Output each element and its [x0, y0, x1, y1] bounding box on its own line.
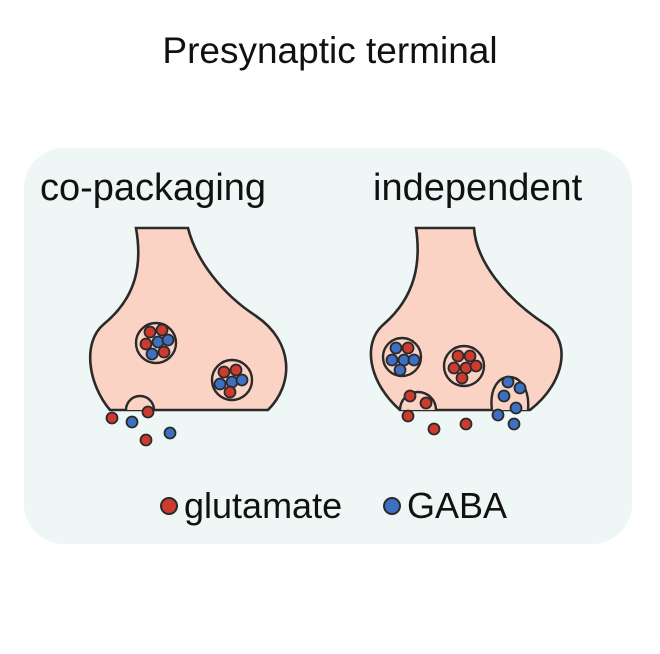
glutamate-molecule: [229, 363, 243, 377]
gaba-molecule: [513, 381, 527, 395]
gaba-molecule: [163, 426, 177, 440]
glutamate-molecule: [469, 359, 483, 373]
gaba-molecule: [509, 401, 523, 415]
gaba-molecule: [407, 353, 421, 367]
glutamate-molecule: [463, 349, 477, 363]
glutamate-molecule: [447, 361, 461, 375]
gaba-molecule: [145, 347, 159, 361]
diagram-title: Presynaptic terminal: [162, 30, 498, 71]
glutamate-molecule: [223, 385, 237, 399]
co-packaging-terminal: [88, 226, 288, 447]
glutamate-molecule: [401, 341, 415, 355]
glutamate-molecule: [155, 323, 169, 337]
glutamate-molecule: [427, 422, 441, 436]
gaba-molecule: [235, 373, 249, 387]
legend-glutamate-label: glutamate: [184, 485, 343, 526]
glutamate-molecule: [451, 349, 465, 363]
gaba-molecule: [497, 389, 511, 403]
terminal-outline: [88, 226, 288, 412]
glutamate-swatch: [160, 497, 178, 515]
glutamate-molecule: [139, 337, 153, 351]
legend-gaba: GABA: [383, 484, 507, 528]
legend-glutamate: glutamate: [160, 484, 342, 528]
gaba-molecule: [501, 375, 515, 389]
glutamate-molecule: [403, 389, 417, 403]
glutamate-molecule: [419, 396, 433, 410]
glutamate-molecule: [217, 365, 231, 379]
glutamate-molecule: [459, 417, 473, 431]
glutamate-molecule: [455, 371, 469, 385]
gaba-molecule: [213, 377, 227, 391]
glutamate-molecule: [401, 409, 415, 423]
gaba-molecule: [393, 363, 407, 377]
gaba-molecule: [389, 341, 403, 355]
gaba-molecule: [491, 408, 505, 422]
gaba-molecule: [151, 335, 165, 349]
gaba-molecule: [507, 417, 521, 431]
glutamate-molecule: [105, 411, 119, 425]
glutamate-molecule: [139, 433, 153, 447]
glutamate-molecule: [141, 405, 155, 419]
gaba-swatch: [383, 497, 401, 515]
glutamate-molecule: [157, 345, 171, 359]
glutamate-molecule: [143, 325, 157, 339]
independent-terminal: [369, 226, 563, 436]
gaba-molecule: [125, 415, 139, 429]
gaba-molecule: [385, 353, 399, 367]
gaba-molecule: [225, 375, 239, 389]
independent-label: independent: [373, 167, 583, 209]
gaba-molecule: [161, 333, 175, 347]
legend-gaba-label: GABA: [407, 485, 508, 526]
co-packaging-label: co-packaging: [40, 167, 267, 209]
